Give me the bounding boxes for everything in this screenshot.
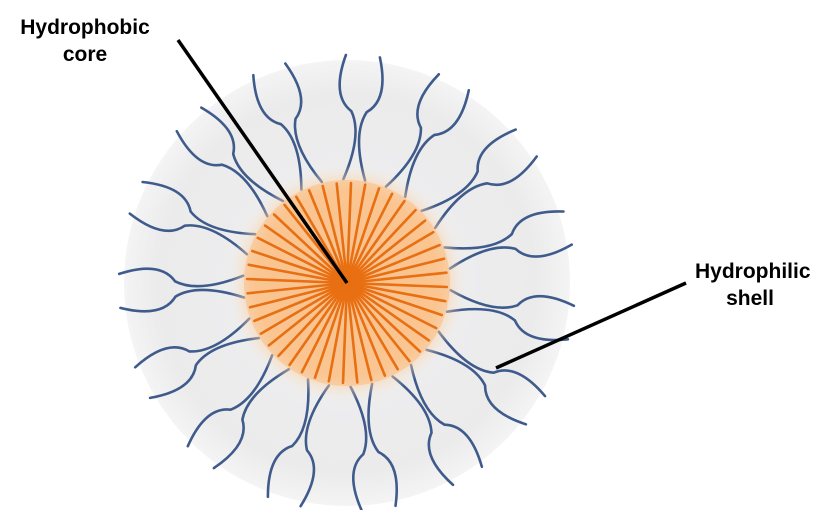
hydrophobic-core-label-line1: Hydrophobic [10,14,160,41]
hydrophobic-core-label: Hydrophobic core [10,14,160,68]
hydrophilic-shell-label: Hydrophilic shell [695,258,805,312]
hydrophobic-core-label-line2: core [10,41,160,68]
hydrophilic-shell-label-line2: shell [695,285,805,312]
hydrophilic-shell-label-line1: Hydrophilic [695,258,805,285]
